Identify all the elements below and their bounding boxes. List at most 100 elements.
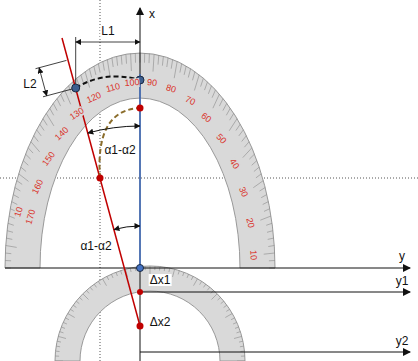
tick-mark xyxy=(12,202,18,205)
tick-mark xyxy=(235,327,239,328)
axis-label: Δx1 xyxy=(149,274,172,286)
scale-number: 10 xyxy=(248,250,258,261)
tick-mark xyxy=(242,136,247,142)
tick-mark xyxy=(207,287,210,290)
tick-mark xyxy=(103,279,107,286)
tick-mark xyxy=(31,142,40,152)
tick-mark xyxy=(76,301,79,304)
tick-mark xyxy=(43,119,47,126)
tick-mark xyxy=(268,246,274,247)
tick-mark xyxy=(107,59,110,76)
tick-mark xyxy=(61,327,65,328)
tick-mark xyxy=(240,346,244,348)
y-axis xyxy=(5,268,410,269)
tick-mark xyxy=(58,336,66,338)
tick-mark xyxy=(121,271,122,275)
tick-mark xyxy=(15,188,21,192)
tick-mark xyxy=(174,61,177,78)
tick-mark xyxy=(19,174,29,182)
tick-mark xyxy=(212,90,215,98)
protractor-small xyxy=(55,266,245,361)
tick-mark xyxy=(254,167,259,171)
tick-mark xyxy=(73,305,76,307)
tick-mark xyxy=(224,305,227,307)
scale-number: 100 xyxy=(124,77,140,87)
tick-mark xyxy=(130,268,132,272)
tick-mark xyxy=(252,161,257,166)
tick-mark xyxy=(37,130,42,136)
tick-mark xyxy=(173,269,175,277)
scale-number: 90 xyxy=(146,78,157,88)
tick-mark xyxy=(8,223,14,225)
tick-mark xyxy=(244,142,249,148)
tick-mark xyxy=(236,124,240,130)
tick-mark xyxy=(263,202,269,205)
tick-mark xyxy=(116,272,117,276)
tick-mark xyxy=(243,148,252,158)
tick-mark xyxy=(260,188,266,192)
tick-mark xyxy=(237,332,241,333)
blue-dot xyxy=(72,84,80,92)
tick-mark xyxy=(184,66,186,75)
tick-mark xyxy=(264,209,270,212)
tick-mark xyxy=(57,341,61,343)
y1-axis xyxy=(140,292,410,293)
dimension-line xyxy=(39,68,47,96)
tick-mark xyxy=(208,86,211,94)
tick-mark xyxy=(188,69,190,78)
tick-mark xyxy=(234,336,242,338)
tick-mark xyxy=(260,216,271,220)
tick-mark xyxy=(269,260,275,261)
axis-label: α1-α2 xyxy=(103,144,136,156)
tick-mark xyxy=(205,82,208,90)
tick-mark xyxy=(26,154,31,159)
tick-mark xyxy=(193,72,195,81)
tick-mark xyxy=(21,167,26,171)
tick-mark xyxy=(5,253,11,255)
tick-mark xyxy=(65,318,69,320)
tick-mark xyxy=(178,271,179,275)
tick-mark xyxy=(121,55,123,65)
axis-label: y1 xyxy=(395,275,410,287)
tick-mark xyxy=(79,297,82,300)
protractor-large xyxy=(5,53,275,268)
tick-mark xyxy=(98,281,100,284)
tick-mark xyxy=(200,281,202,284)
tick-mark xyxy=(103,61,105,70)
tick-mark xyxy=(266,223,272,225)
dimension-line xyxy=(76,42,140,43)
tick-mark xyxy=(144,53,145,63)
tick-mark xyxy=(201,78,204,86)
tick-mark xyxy=(50,108,54,115)
tick-mark xyxy=(89,69,91,78)
tick-mark xyxy=(225,314,232,318)
extension-line xyxy=(36,60,67,68)
tick-mark xyxy=(150,266,151,274)
tick-mark xyxy=(68,314,75,318)
tick-mark xyxy=(223,103,227,110)
tick-mark xyxy=(229,119,237,131)
tick-mark xyxy=(23,161,28,166)
extension-line xyxy=(75,37,76,86)
tick-mark xyxy=(46,113,54,126)
tick-mark xyxy=(94,284,96,287)
tick-mark xyxy=(112,58,113,67)
tick-mark xyxy=(63,322,67,324)
tick-mark xyxy=(226,108,230,115)
tick-mark xyxy=(167,58,168,67)
tick-mark xyxy=(90,287,93,290)
blue-dot xyxy=(137,265,144,272)
tick-mark xyxy=(162,56,163,65)
tick-mark xyxy=(7,231,13,233)
tick-mark xyxy=(218,297,221,300)
blue-line xyxy=(139,74,141,268)
tick-mark xyxy=(213,94,220,108)
tick-mark xyxy=(180,64,182,73)
y2-axis xyxy=(140,352,410,353)
tick-mark xyxy=(94,66,96,75)
tick-mark xyxy=(264,253,275,254)
red-dot xyxy=(137,105,144,112)
tick-mark xyxy=(55,356,59,357)
